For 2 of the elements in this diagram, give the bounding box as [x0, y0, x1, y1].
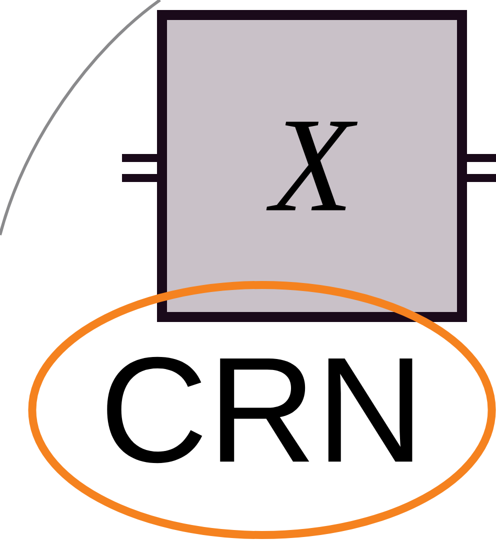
circled-label: CRN	[28, 281, 496, 539]
block-box: X	[157, 10, 467, 322]
